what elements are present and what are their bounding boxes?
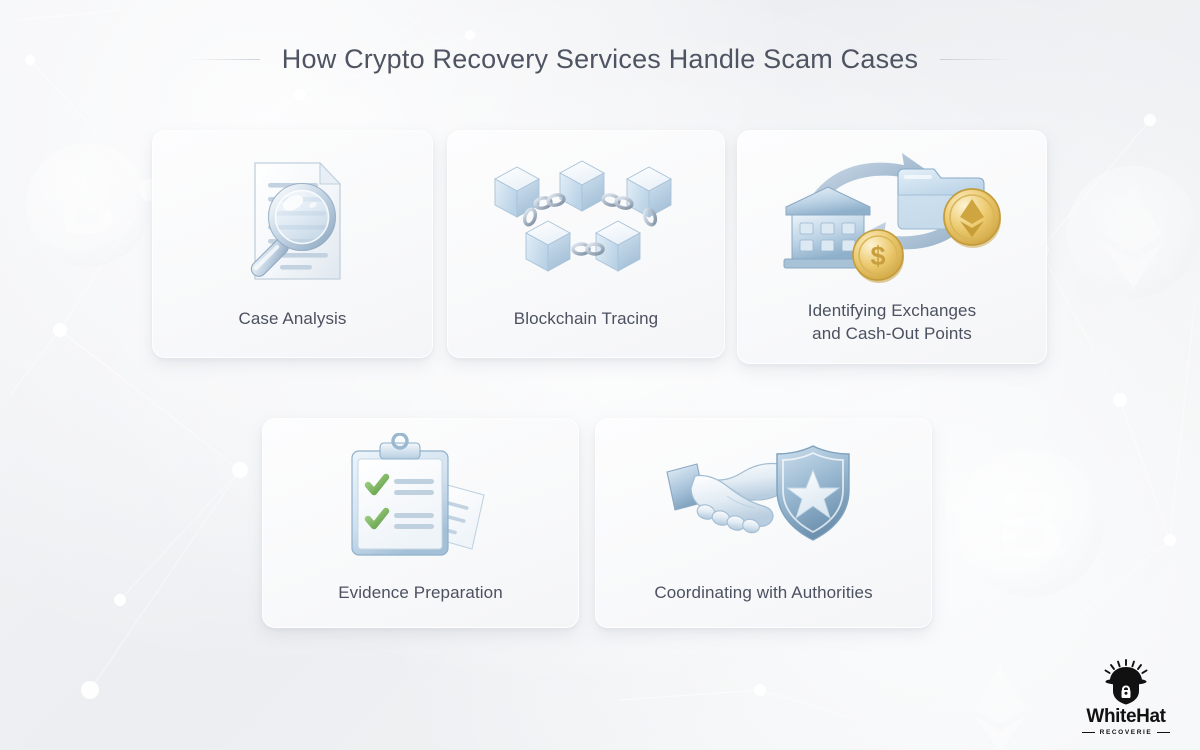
logo-tagline: RECOVERIE <box>1099 729 1153 736</box>
icon-container <box>596 419 931 582</box>
icon-container <box>153 131 432 308</box>
card-label: Case Analysis <box>238 309 347 329</box>
card-label: Evidence Preparation <box>338 583 503 603</box>
logo-wordmark: WhiteHat <box>1086 706 1166 727</box>
icon-container <box>263 419 578 582</box>
handshake-shield-icon <box>666 444 850 541</box>
page-header: How Crypto Recovery Services Handle Scam… <box>0 44 1200 75</box>
clipboard-checklist-icon <box>350 433 485 556</box>
page-title: How Crypto Recovery Services Handle Scam… <box>281 44 919 74</box>
document-magnifier-icon <box>250 161 341 280</box>
logo-tagline-row: RECOVERIE <box>1081 729 1171 736</box>
title-rule-left <box>187 59 260 60</box>
card-label: Blockchain Tracing <box>513 309 659 329</box>
card-blockchain-tracing[interactable]: Blockchain Tracing <box>447 130 725 358</box>
brand-logo[interactable]: WhiteHat RECOVERIE <box>1074 659 1178 736</box>
bank-folder-exchange-icon: $ <box>783 152 1001 283</box>
logo-dash-left <box>1081 731 1095 734</box>
title-rule-right <box>940 59 1013 60</box>
card-case-analysis[interactable]: Case Analysis <box>152 130 433 358</box>
card-identifying-exchanges[interactable]: $ Identifying Exchanges and Cash-Out Poi… <box>737 130 1047 364</box>
card-label-line-2: and Cash-Out Points <box>812 323 972 343</box>
logo-dash-right <box>1157 731 1171 734</box>
card-coordinating-authorities[interactable]: Coordinating with Authorities <box>595 418 932 628</box>
hat-shield-lock-icon <box>1104 659 1148 705</box>
icon-container <box>448 131 724 308</box>
card-evidence-preparation[interactable]: Evidence Preparation <box>262 418 579 628</box>
svg-text:$: $ <box>870 241 885 271</box>
card-label: Coordinating with Authorities <box>654 583 873 603</box>
card-label-line-1: Identifying Exchanges <box>807 300 977 320</box>
linked-blocks-icon <box>494 160 672 272</box>
icon-container: $ <box>738 131 1046 299</box>
card-label: Identifying Exchanges and Cash-Out Point… <box>798 299 986 345</box>
